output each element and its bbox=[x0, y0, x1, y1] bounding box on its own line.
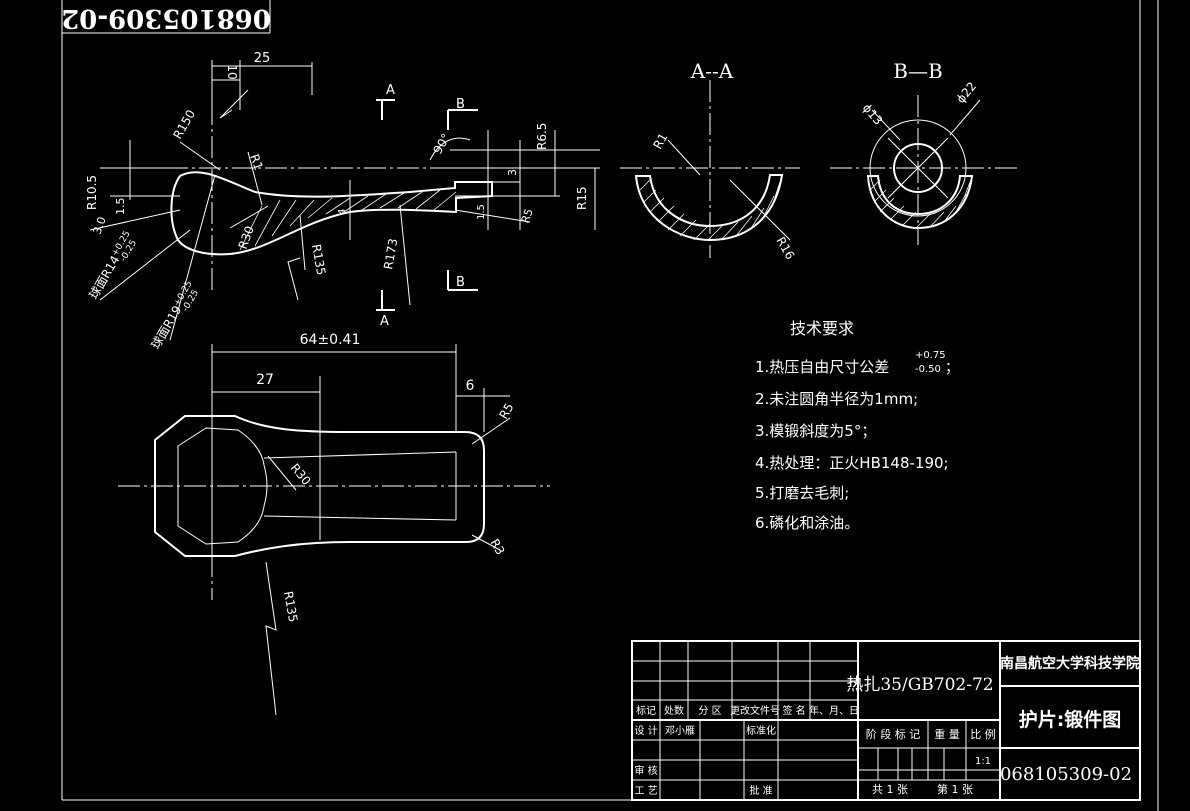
plan-dim-27: 27 bbox=[256, 372, 274, 388]
tech-title: 技术要求 bbox=[790, 319, 854, 338]
tb-part-name: 护片:锻件图 bbox=[1019, 708, 1122, 731]
tb-sheets-total: 共 1 张 bbox=[872, 783, 908, 796]
dim-1-5-right: 1.5 bbox=[476, 204, 487, 220]
tech-item-1-tol-dn: -0.50 bbox=[915, 364, 941, 375]
tech-item-1-end: ； bbox=[945, 360, 959, 376]
dim-10: 10 bbox=[225, 64, 239, 79]
dim-3: 3 bbox=[506, 169, 519, 176]
section-bb-hatch bbox=[869, 179, 971, 229]
tb-h-sign: 签 名 bbox=[782, 704, 805, 717]
tb-approve: 批 准 bbox=[749, 784, 772, 797]
section-mark-b-bottom: B bbox=[456, 275, 465, 290]
title-block bbox=[631, 640, 1141, 801]
tb-scale-val: 1:1 bbox=[975, 756, 991, 767]
tb-process: 工 艺 bbox=[634, 785, 657, 797]
dim-r150: R150 bbox=[170, 107, 198, 141]
dim-4: 4 bbox=[337, 209, 348, 215]
tb-material: 热扎35/GB702-72 bbox=[846, 675, 993, 695]
section-aa-dim-r16: R16 bbox=[773, 235, 797, 262]
section-bb-dim-phi13: ϕ13 bbox=[860, 101, 886, 128]
tech-item-3: 3.模锻斜度为5°； bbox=[755, 422, 876, 440]
dim-1-5-left: 1.5 bbox=[114, 198, 127, 216]
section-bb-title: B—B bbox=[893, 59, 942, 83]
section-aa bbox=[620, 80, 800, 258]
tech-item-1: 1.热压自由尺寸公差 bbox=[755, 358, 889, 376]
tb-h-date: 年、月、日 bbox=[809, 704, 859, 717]
dim-25: 25 bbox=[254, 51, 271, 66]
section-mark-b-top: B bbox=[456, 97, 465, 112]
plan-view bbox=[118, 344, 550, 716]
tb-weight: 重 量 bbox=[934, 727, 960, 741]
tb-scale: 比 例 bbox=[970, 727, 996, 741]
tb-drawing-no: 068105309-02 bbox=[1000, 764, 1132, 785]
dim-sphere-r14: 球面R14+0.25-0.25 bbox=[86, 229, 141, 304]
tb-h-docno: 更改文件号 bbox=[730, 704, 780, 717]
tech-item-2: 2.未注圆角半径为1mm; bbox=[755, 390, 918, 408]
plan-dim-64: 64±0.41 bbox=[300, 332, 361, 348]
section-mark-a-top: A bbox=[386, 83, 395, 98]
tb-h-mark: 标记 bbox=[636, 705, 656, 717]
dim-r1: R1 bbox=[247, 152, 266, 172]
section-aa-title: A--A bbox=[690, 59, 734, 83]
dim-r173: R173 bbox=[381, 237, 400, 270]
section-mark-a-bottom: A bbox=[380, 314, 389, 329]
side-view-hatch bbox=[239, 189, 457, 251]
dim-r10-5: R10.5 bbox=[85, 175, 99, 210]
tb-h-zone: 分 区 bbox=[698, 705, 721, 717]
section-bb bbox=[830, 95, 1020, 245]
tb-stage-mark: 阶 段 标 记 bbox=[866, 727, 921, 741]
tech-item-5: 5.打磨去毛刺; bbox=[755, 484, 849, 502]
tb-std: 标准化 bbox=[746, 724, 776, 737]
dim-r6-5: R6.5 bbox=[535, 123, 549, 150]
dim-r5: R5 bbox=[519, 207, 536, 225]
tb-design: 设 计 bbox=[634, 724, 657, 737]
technical-requirements: 技术要求 1.热压自由尺寸公差 +0.75 -0.50 ； 2.未注圆角半径为1… bbox=[755, 319, 959, 532]
plan-dim-r135: R135 bbox=[281, 590, 300, 623]
plan-dim-r3: R3 bbox=[487, 537, 507, 558]
side-view bbox=[89, 60, 600, 341]
title-block-text: 热扎35/GB702-72 南昌航空大学科技学院 护片:锻件图 06810530… bbox=[634, 655, 1140, 797]
section-aa-dim-r1: R1 bbox=[650, 131, 670, 152]
dim-r15: R15 bbox=[575, 186, 589, 210]
dim-r30: R30 bbox=[236, 224, 257, 251]
tech-item-4: 4.热处理：正火HB148-190; bbox=[755, 454, 949, 472]
tech-item-1-tol-up: +0.75 bbox=[915, 350, 946, 361]
side-view-labels: 10 25 R150 R1 R30 R135 R173 R5 90° R6.5 … bbox=[85, 51, 589, 354]
tb-sheet-no: 第 1 张 bbox=[937, 782, 973, 796]
tb-h-count: 处数 bbox=[664, 704, 684, 717]
tb-school: 南昌航空大学科技学院 bbox=[1000, 655, 1140, 672]
dim-sphere-r19: 球面R19+0.25-0.25 bbox=[148, 279, 203, 354]
drawing-number-rotated: 068105309-02 bbox=[61, 3, 271, 33]
tb-designer: 邓小雁 bbox=[665, 725, 695, 737]
plan-dim-6: 6 bbox=[466, 378, 475, 394]
tb-review: 审 核 bbox=[634, 764, 657, 777]
dim-3-0: 3.0 bbox=[91, 215, 109, 236]
plan-dim-r5: R5 bbox=[496, 401, 516, 422]
tech-item-6: 6.磷化和涂油。 bbox=[755, 514, 859, 532]
section-bb-dim-phi22: ϕ22 bbox=[954, 79, 980, 106]
dim-r135: R135 bbox=[309, 243, 328, 276]
